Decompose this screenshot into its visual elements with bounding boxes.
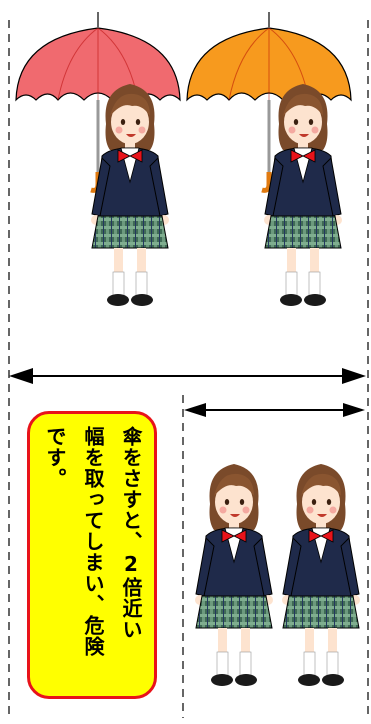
warning-note: 傘をさすと、2倍近い 幅を取ってしまい、危険 です。 <box>27 411 157 699</box>
caption-line-2: 幅を取ってしまい、危険 <box>81 426 105 657</box>
girl-without-umbrella-right <box>281 463 361 687</box>
wide-width-arrow <box>9 368 366 384</box>
caption-line-1: 傘をさすと、2倍近い <box>119 426 143 640</box>
girl-without-umbrella-left <box>194 463 274 687</box>
caption-line-3: です。 <box>43 426 67 489</box>
girl-with-umbrella-right <box>263 83 343 307</box>
girl-with-umbrella-left <box>90 83 170 307</box>
narrow-width-arrow <box>184 403 365 417</box>
